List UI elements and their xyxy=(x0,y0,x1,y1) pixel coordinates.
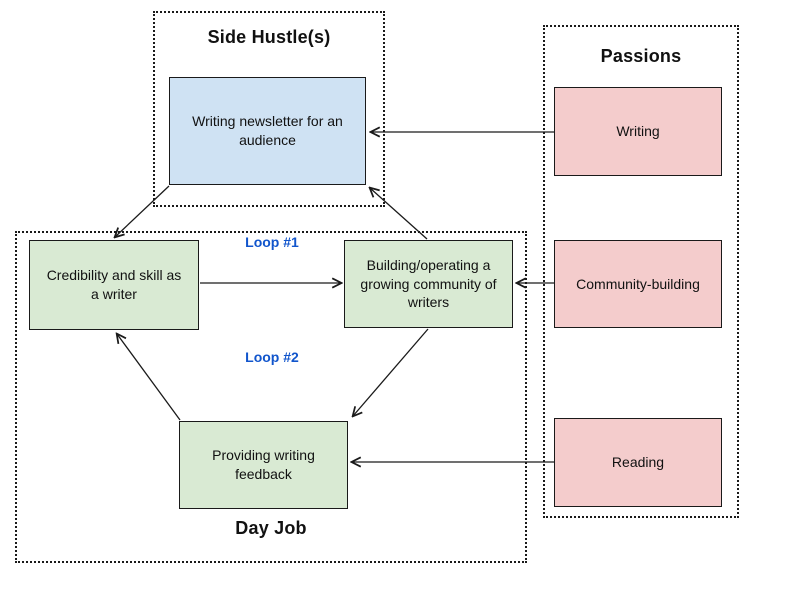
node-providing-feedback: Providing writing feedback xyxy=(179,421,348,509)
node-passion-writing-label: Writing xyxy=(616,123,660,140)
node-providing-feedback-label: Providing writing feedback xyxy=(212,447,315,482)
group-passions: Passions xyxy=(543,25,739,518)
group-title-day-job: Day Job xyxy=(235,518,307,538)
node-credibility-skill-label: Credibility and skill as a writer xyxy=(46,267,182,302)
node-passion-community-building-label: Community-building xyxy=(576,275,700,292)
group-day-job: Day Job xyxy=(15,231,527,563)
node-writing-newsletter-label: Writing newsletter for an audience xyxy=(192,113,343,148)
node-building-community-label: Building/operating a growing community o… xyxy=(360,256,497,311)
node-passion-writing: Writing xyxy=(554,87,722,176)
loop-2-label: Loop #2 xyxy=(245,349,299,365)
group-side-hustle: Side Hustle(s) xyxy=(153,11,385,207)
loop-1-label: Loop #1 xyxy=(245,234,299,250)
node-credibility-skill: Credibility and skill as a writer xyxy=(29,240,199,330)
node-passion-community-building: Community-building xyxy=(554,240,722,328)
node-building-community: Building/operating a growing community o… xyxy=(344,240,513,328)
node-passion-reading-label: Reading xyxy=(611,454,665,471)
group-title-side-hustle: Side Hustle(s) xyxy=(207,27,331,47)
group-title-passions: Passions xyxy=(600,46,682,66)
node-writing-newsletter: Writing newsletter for an audience xyxy=(169,77,366,185)
node-passion-reading: Reading xyxy=(554,418,722,507)
